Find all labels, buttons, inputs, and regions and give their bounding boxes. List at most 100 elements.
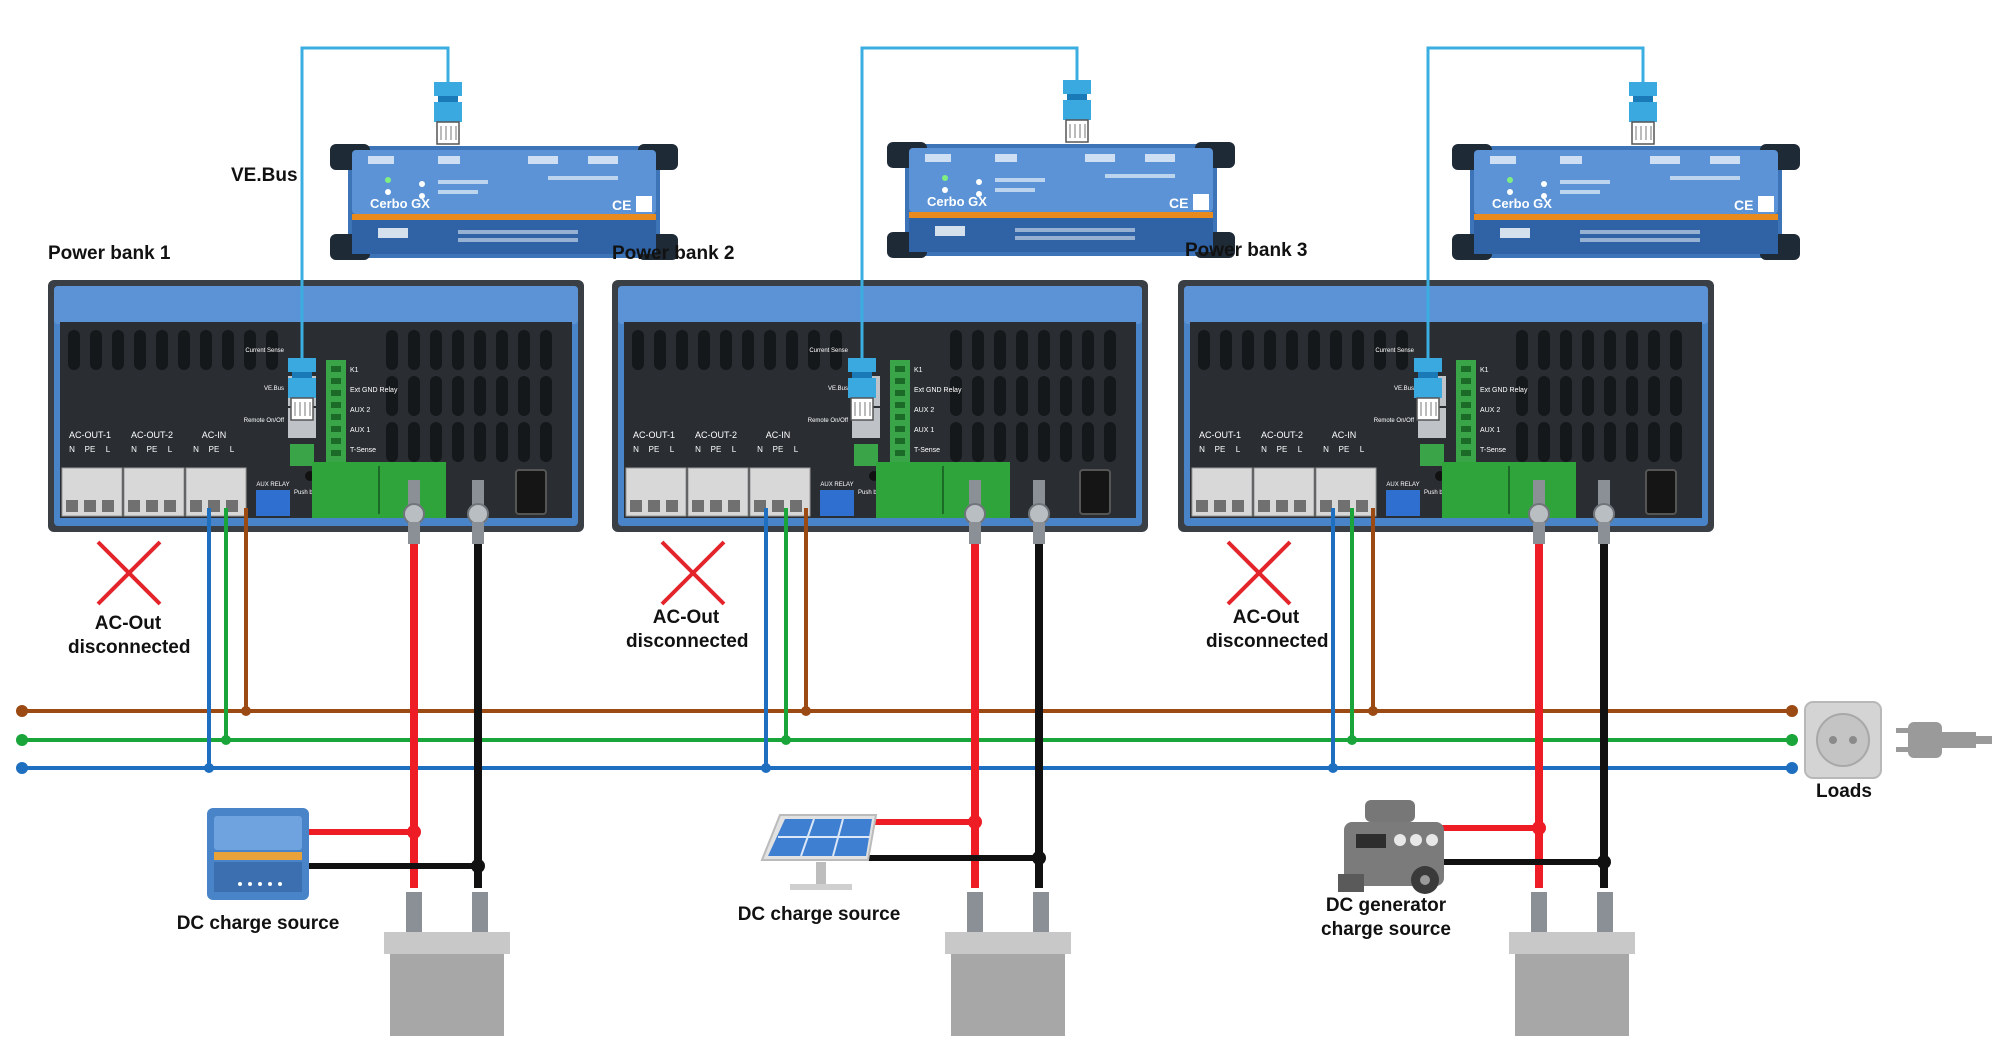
vent-slot xyxy=(1104,376,1116,416)
io-pin xyxy=(895,390,905,396)
io-label: AUX 1 xyxy=(350,427,370,434)
vent-slot xyxy=(950,330,962,370)
terminal-screw xyxy=(66,500,78,512)
vent-slot xyxy=(676,330,688,370)
terminal-screw xyxy=(772,500,784,512)
charge-source-1-label: DC charge source xyxy=(168,912,348,936)
terminal-label-ac-out-2: AC-OUT-2 xyxy=(131,430,173,440)
terminal-screw xyxy=(790,500,802,512)
aux-relay-block xyxy=(256,490,290,516)
remote-label: Remote On/Off xyxy=(1374,418,1415,424)
ve-bus-port-label: VE.Bus xyxy=(828,386,848,392)
vent-slot xyxy=(200,330,212,370)
mppt-controller-icon xyxy=(207,808,309,900)
pin-label-n: N xyxy=(1261,445,1267,454)
terminal-screw xyxy=(164,500,176,512)
terminal-screw xyxy=(1294,500,1306,512)
vent-slot xyxy=(1104,330,1116,370)
solar-panel-icon xyxy=(760,814,878,890)
junction-dot xyxy=(204,763,214,773)
aux-relay-label: AUX RELAY xyxy=(256,482,289,488)
pin-label-n: N xyxy=(193,445,199,454)
terminal-screw xyxy=(1320,500,1332,512)
vent-slot xyxy=(1582,376,1594,416)
vent-slot xyxy=(1538,422,1550,462)
main-switch xyxy=(1079,469,1111,515)
io-pin xyxy=(895,414,905,420)
vent-slot xyxy=(496,422,508,462)
io-label: K1 xyxy=(1480,367,1489,374)
vent-slot xyxy=(1604,376,1616,416)
charge-source-2-line1: DC charge source xyxy=(737,904,901,925)
junction-dot xyxy=(471,859,485,873)
io-label: K1 xyxy=(914,367,923,374)
io-pin xyxy=(331,378,341,384)
vent-slot xyxy=(1308,330,1320,370)
vent-slot xyxy=(1670,422,1682,462)
charge-source-3-line2: charge source xyxy=(1321,919,1451,940)
terminal-label-ac-out-2: AC-OUT-2 xyxy=(695,430,737,440)
io-pin xyxy=(895,402,905,408)
vent-slot xyxy=(1516,330,1528,370)
vent-slot xyxy=(1626,376,1638,416)
vent-slot xyxy=(90,330,102,370)
main-switch xyxy=(515,469,547,515)
pin-label-n: N xyxy=(1323,445,1329,454)
pin-label-n: N xyxy=(633,445,639,454)
rj45-connector-icon xyxy=(1628,81,1658,145)
pin-label-pe: PE xyxy=(209,445,220,454)
cerbo-gx-device xyxy=(1452,144,1800,260)
disconnected-x-icon xyxy=(96,540,162,606)
vent-slot xyxy=(1670,376,1682,416)
vent-slot xyxy=(1198,330,1210,370)
disconnected-x-icon xyxy=(660,540,726,606)
pin-label-l: L xyxy=(1298,445,1303,454)
junction-dot xyxy=(221,735,231,745)
inverter-top-strip xyxy=(618,286,1142,324)
vent-slot xyxy=(950,376,962,416)
terminal-screw xyxy=(692,500,704,512)
io-pin xyxy=(331,426,341,432)
rj45-connector-icon xyxy=(1062,79,1092,143)
charge-source-3-line1: DC generator xyxy=(1325,895,1447,916)
io-pin xyxy=(895,366,905,372)
vent-slot xyxy=(1648,330,1660,370)
vent-slot xyxy=(1582,422,1594,462)
vent-slot xyxy=(430,376,442,416)
vent-slot xyxy=(134,330,146,370)
vent-slot xyxy=(1264,330,1276,370)
power-bank-3-title: Power bank 3 xyxy=(1185,240,1308,261)
junction-dot xyxy=(1032,851,1046,865)
aux-relay-label: AUX RELAY xyxy=(820,482,853,488)
vent-slot xyxy=(474,330,486,370)
terminal-label-ac-out-1: AC-OUT-1 xyxy=(1199,430,1241,440)
junction-dot xyxy=(1597,855,1611,869)
vent-slot xyxy=(698,330,710,370)
current-sense-label: Current Sense xyxy=(1375,348,1414,354)
vent-slot xyxy=(1082,330,1094,370)
vent-slot xyxy=(1242,330,1254,370)
terminal-screw xyxy=(710,500,722,512)
pin-label-n: N xyxy=(131,445,137,454)
io-label: K1 xyxy=(350,367,359,374)
pin-label-l: L xyxy=(794,445,799,454)
terminal-screw xyxy=(1196,500,1208,512)
io-label: AUX 2 xyxy=(1480,407,1500,414)
vent-slot xyxy=(540,422,552,462)
terminal-label-ac-in: AC-IN xyxy=(1332,430,1357,440)
vent-slot xyxy=(1560,376,1572,416)
aux-relay-block xyxy=(1386,490,1420,516)
junction-dot xyxy=(968,815,982,829)
ac-out-status-1-line1: AC-Out xyxy=(94,613,162,634)
vent-slot xyxy=(1016,422,1028,462)
io-pin xyxy=(1461,414,1471,420)
terminal-screw xyxy=(754,500,766,512)
vent-slot xyxy=(540,330,552,370)
aux-relay-label: AUX RELAY xyxy=(1386,482,1419,488)
battery-icon xyxy=(384,892,510,1036)
ac-out-status-2-line2: disconnected xyxy=(626,631,749,652)
io-pin xyxy=(895,378,905,384)
remote-connector xyxy=(290,444,314,466)
plug-icon xyxy=(1896,722,1992,758)
